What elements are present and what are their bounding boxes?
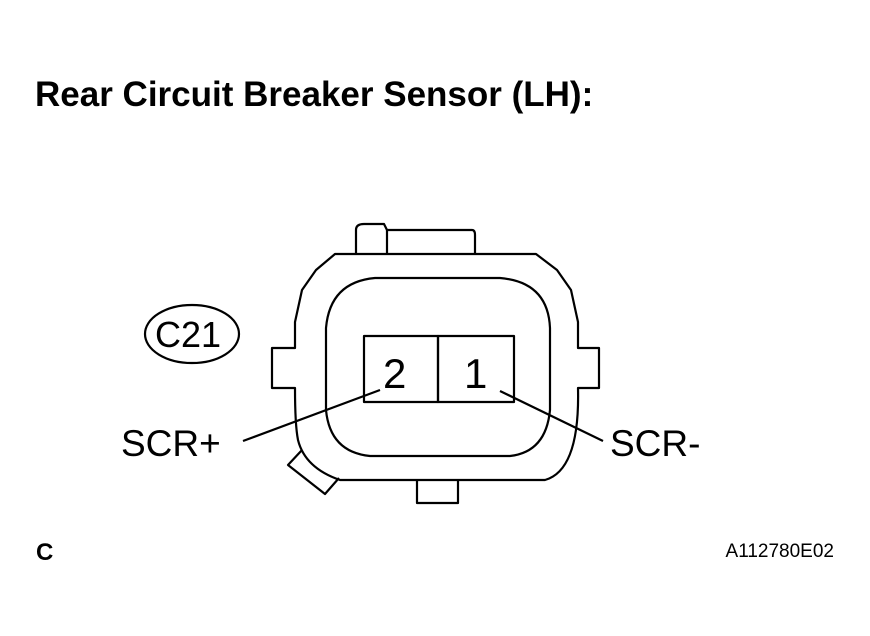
inner-seal bbox=[324, 276, 552, 458]
pin-number-2: 2 bbox=[383, 350, 406, 397]
pin-cell-1 bbox=[436, 334, 516, 404]
footer-left-code: C bbox=[36, 539, 53, 566]
signal-label-scr-plus: SCR+ bbox=[121, 423, 221, 464]
bottom-key bbox=[415, 480, 460, 505]
top-latch bbox=[354, 222, 477, 254]
side-tab bbox=[286, 449, 340, 496]
connector-code: C21 bbox=[155, 314, 221, 355]
signal-label-scr-minus: SCR- bbox=[610, 423, 700, 464]
pin-block bbox=[362, 334, 516, 404]
connector-housing bbox=[270, 222, 601, 505]
connector-code-ellipse bbox=[143, 303, 241, 365]
pin-number-1: 1 bbox=[464, 350, 487, 397]
leader-line-scr-minus bbox=[499, 390, 604, 442]
figure-id: A112780E02 bbox=[726, 541, 834, 562]
leader-line-scr-plus bbox=[242, 388, 381, 443]
diagram-title: Rear Circuit Breaker Sensor (LH): bbox=[35, 75, 593, 114]
housing-outline bbox=[270, 252, 601, 482]
